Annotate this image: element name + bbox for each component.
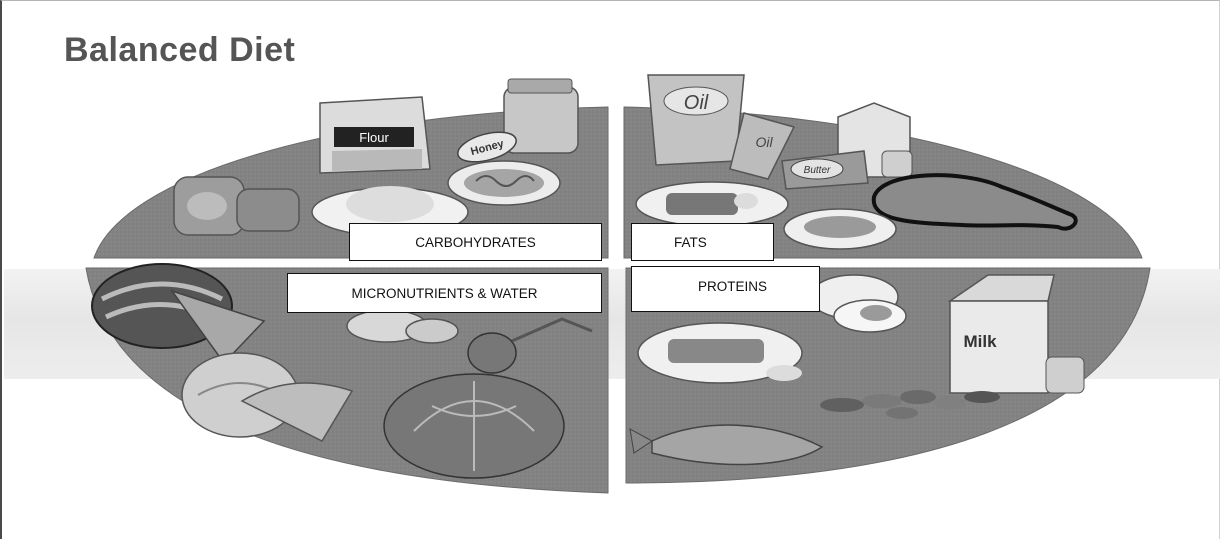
milk-carton-illustration: Milk bbox=[947, 274, 1085, 394]
oil-small-label: Oil bbox=[755, 134, 773, 150]
nuts-beans-illustration bbox=[820, 390, 1000, 419]
honey-jar-illustration: Honey bbox=[457, 78, 579, 163]
raw-fish-illustration bbox=[629, 424, 824, 466]
melon-illustration bbox=[181, 352, 354, 442]
oil-small-bottle-illustration: Oil bbox=[729, 112, 796, 180]
butter-dish-illustration: Butter bbox=[781, 150, 869, 190]
watermelon-illustration bbox=[91, 263, 266, 365]
bread-rolls-illustration bbox=[173, 176, 300, 236]
label-carbohydrates: CARBOHYDRATES bbox=[349, 223, 602, 261]
label-micronutrients-water: MICRONUTRIENTS & WATER bbox=[287, 273, 602, 313]
cabbage-illustration bbox=[383, 373, 565, 479]
fish-fillet-plate-illustration bbox=[637, 322, 803, 384]
flour-bag-illustration: Flour bbox=[319, 96, 431, 174]
beetroot-illustration bbox=[467, 317, 593, 374]
oil-bottle-illustration: Oil bbox=[647, 74, 745, 166]
chicken-leg-illustration bbox=[871, 173, 1078, 231]
flour-label: Flour bbox=[359, 130, 389, 145]
egg-illustration bbox=[809, 274, 907, 333]
page-title: Balanced Diet bbox=[64, 31, 296, 69]
butter-label: Butter bbox=[804, 165, 831, 176]
label-proteins: PROTEINS bbox=[631, 266, 820, 312]
cucumber-slices-illustration bbox=[346, 309, 459, 344]
label-fats: FATS bbox=[631, 223, 774, 261]
steak-plate-illustration bbox=[783, 208, 897, 250]
milk-label: Milk bbox=[963, 332, 997, 351]
oil-label: Oil bbox=[684, 92, 709, 114]
fish-plate-illustration bbox=[635, 181, 789, 227]
noodle-plate-illustration bbox=[447, 160, 561, 206]
